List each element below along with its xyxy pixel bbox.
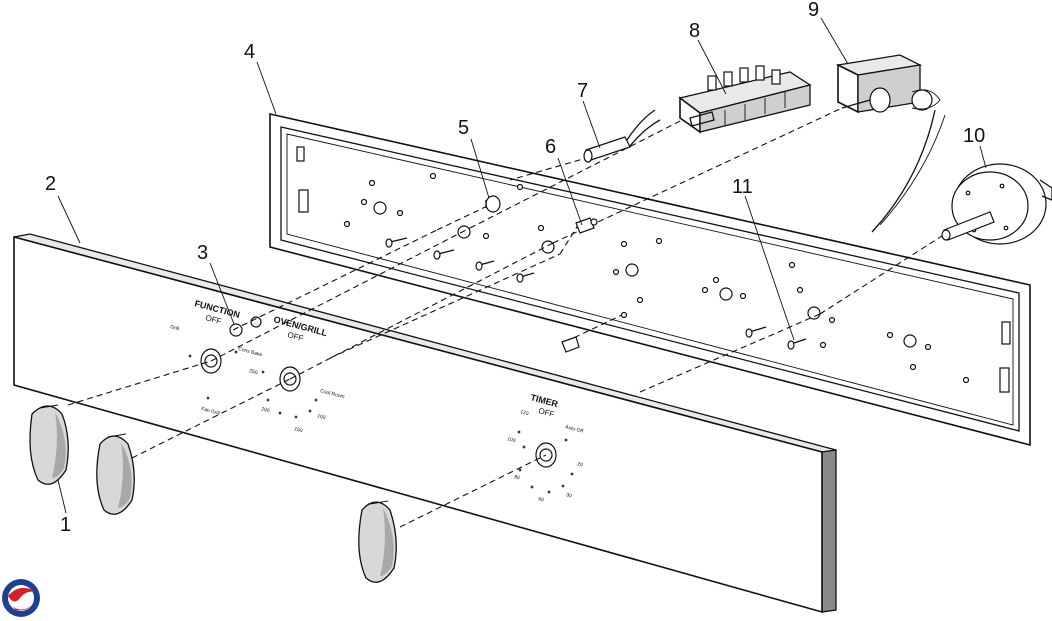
screw xyxy=(745,326,767,338)
brand-logo xyxy=(2,579,40,617)
function-mark: Fan Grill xyxy=(200,406,220,417)
control-knob-2 xyxy=(96,433,135,515)
function-mark: Grill xyxy=(169,324,179,332)
rear-mounting-panel xyxy=(269,113,1031,447)
callout-2: 2 xyxy=(45,173,56,195)
neon-indicator-clip xyxy=(561,336,580,353)
callout-8: 8 xyxy=(689,20,700,42)
callout-9: 9 xyxy=(808,0,819,21)
mounting-screws xyxy=(385,237,807,350)
callout-numbers: 1 2 3 4 5 6 7 8 9 10 11 xyxy=(45,0,985,536)
timer-mark: 80 xyxy=(513,474,520,481)
timer-mark: 30 xyxy=(565,492,572,499)
neon-bulb-7 xyxy=(583,109,661,163)
oven-mark: 150 xyxy=(293,426,303,434)
callout-6: 6 xyxy=(545,136,556,158)
dial-tick-marks xyxy=(188,350,574,494)
function-off-label: OFF xyxy=(204,313,222,326)
screw xyxy=(433,249,455,260)
timer-mark: 60 xyxy=(537,496,544,503)
screw xyxy=(385,237,408,248)
timer-motor-10 xyxy=(941,163,1052,245)
callout-10: 10 xyxy=(963,125,985,147)
oven-mark: 250 xyxy=(248,368,258,376)
oven-mark: 100 xyxy=(316,413,326,421)
screw xyxy=(475,260,495,271)
callout-leader-lines xyxy=(57,17,987,514)
timer-mark: Auto Off xyxy=(564,424,584,435)
timer-mark: 100 xyxy=(506,436,516,444)
callout-1: 1 xyxy=(60,514,71,536)
screw xyxy=(516,272,535,283)
thermostat-9 xyxy=(835,54,946,233)
timer-mark: 20 xyxy=(576,461,583,468)
callout-3: 3 xyxy=(197,242,208,264)
neon-lens-5 xyxy=(485,195,501,213)
control-knob-1 xyxy=(29,404,69,485)
callout-11: 11 xyxy=(732,176,753,198)
callout-5: 5 xyxy=(458,117,469,139)
control-knob-3 xyxy=(358,500,397,583)
screw xyxy=(787,338,807,350)
front-control-panel xyxy=(13,233,837,614)
oven-grill-off-label: OFF xyxy=(286,330,304,343)
timer-mark: 120 xyxy=(519,409,529,417)
callout-7: 7 xyxy=(577,80,588,102)
selector-switch-8 xyxy=(678,65,812,134)
timer-off-label: OFF xyxy=(537,406,555,419)
function-neon-window xyxy=(229,323,243,337)
oven-mark: 200 xyxy=(260,406,270,414)
callout-4: 4 xyxy=(244,41,255,63)
